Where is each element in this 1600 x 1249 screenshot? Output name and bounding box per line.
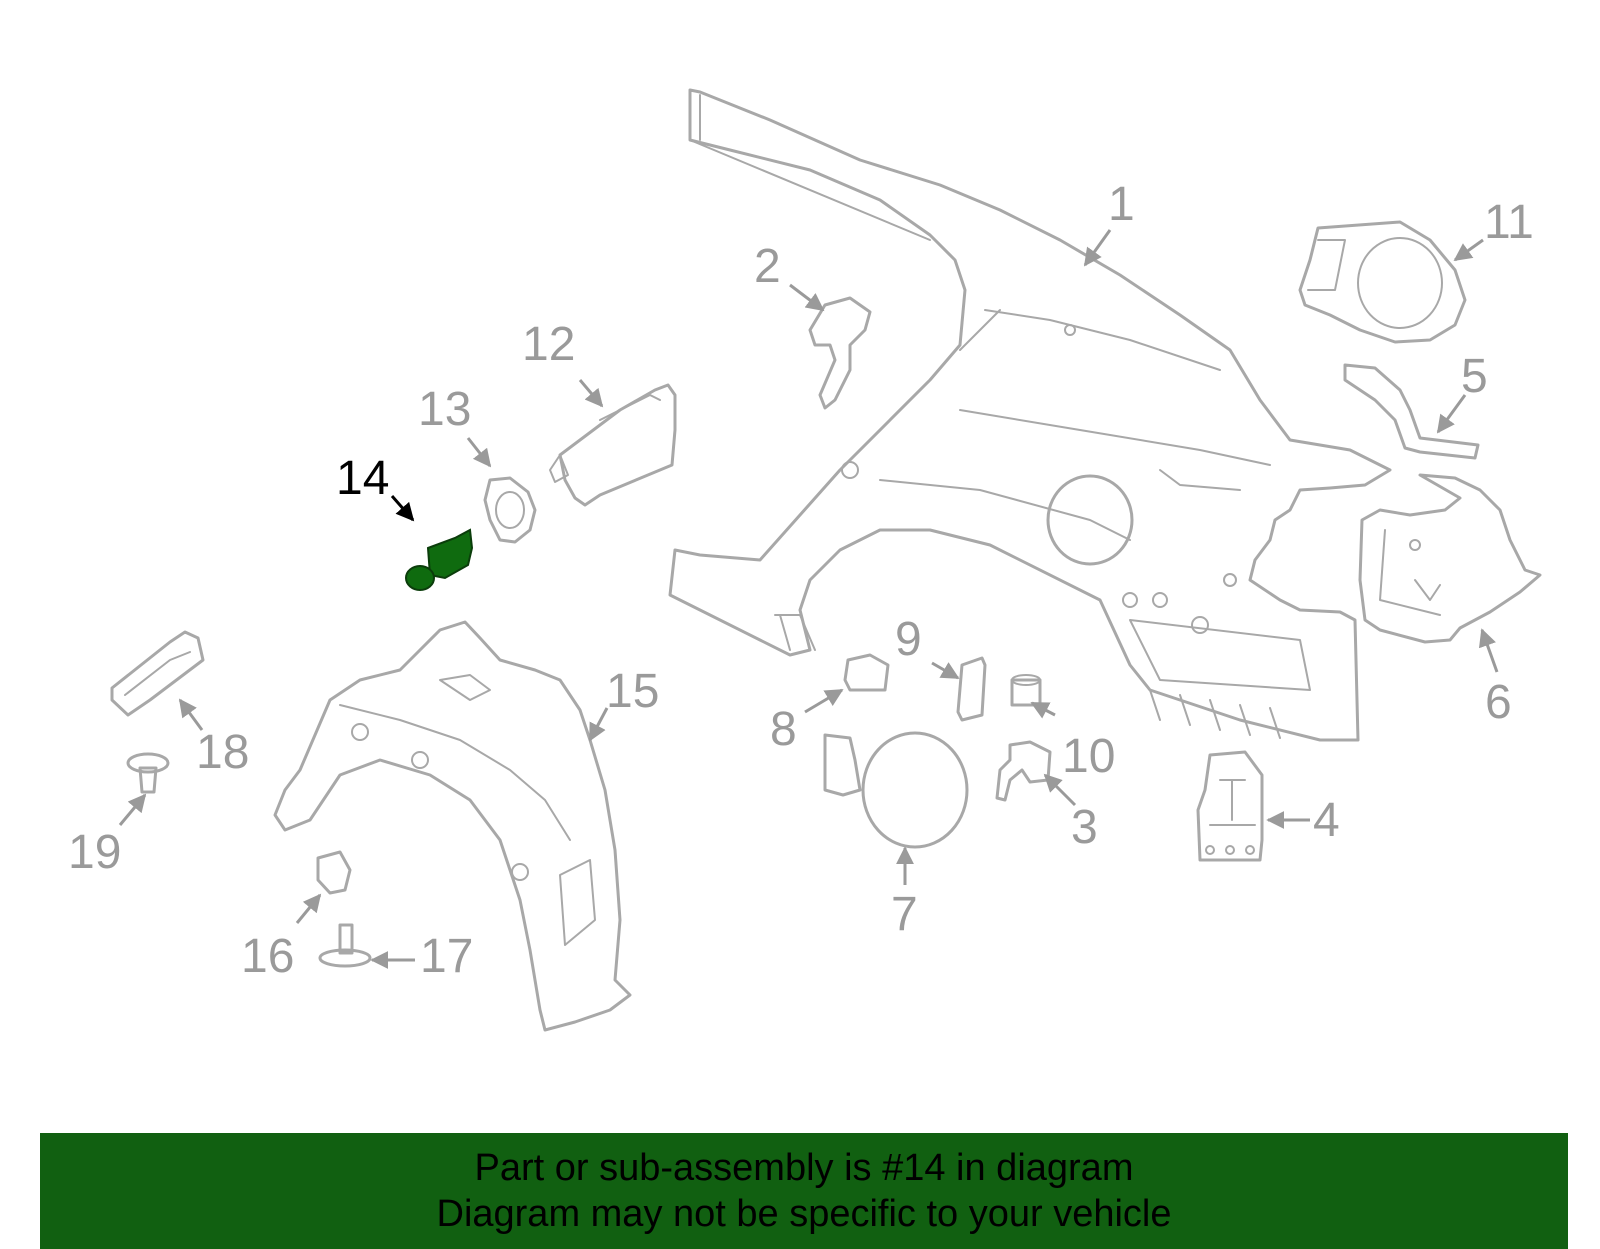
callout-5: 5: [1461, 350, 1488, 403]
callout-1: 1: [1108, 178, 1135, 231]
part-2-bracket: [808, 296, 872, 410]
part-8-hinge: [843, 653, 890, 692]
part-14-highlighted: [405, 528, 474, 591]
callout-11: 11: [1484, 196, 1534, 249]
part-12-actuator: [549, 383, 677, 507]
callout-16: 16: [241, 930, 294, 983]
part-1-quarter-panel: [668, 88, 1392, 742]
callout-labels: 1 2 3 4 5 6 7 8 9 10 11 12 13 14 15 16 1…: [68, 178, 1534, 983]
leader-lines: [118, 229, 1499, 969]
callout-18: 18: [196, 726, 249, 779]
callout-9: 9: [895, 613, 922, 666]
part-7-fuel-door: [823, 731, 969, 849]
callout-10: 10: [1062, 730, 1115, 783]
info-banner: Part or sub-assembly is #14 in diagram D…: [40, 1133, 1568, 1249]
part-19-clip: [126, 752, 170, 794]
callout-3: 3: [1071, 801, 1098, 854]
part-5-reinforcement: [1343, 363, 1480, 460]
callout-17: 17: [420, 930, 473, 983]
callout-13: 13: [418, 383, 471, 436]
part-10-bumper: [1010, 674, 1042, 707]
callout-14: 14: [336, 452, 389, 505]
callout-7: 7: [891, 888, 918, 941]
part-13-grommet: [483, 476, 537, 544]
callout-4: 4: [1313, 794, 1340, 847]
part-18-bracket: [110, 630, 205, 717]
part-4-bracket: [1196, 750, 1264, 862]
callout-15: 15: [606, 665, 659, 718]
part-11-filler-housing: [1298, 220, 1467, 344]
part-15-wheel-liner: [273, 620, 632, 1032]
part-9-seal: [956, 656, 987, 722]
callout-6: 6: [1485, 676, 1512, 729]
callout-2: 2: [754, 240, 781, 293]
callout-8: 8: [770, 703, 797, 756]
part-17-fastener: [318, 923, 372, 968]
callout-19: 19: [68, 826, 121, 879]
part-3-bracket: [995, 740, 1052, 802]
part-6-rear-panel: [1358, 473, 1542, 644]
part-16-clip: [316, 850, 352, 895]
banner-line-part-number: Part or sub-assembly is #14 in diagram: [474, 1147, 1134, 1189]
callout-12: 12: [522, 318, 575, 371]
banner-line-disclaimer: Diagram may not be specific to your vehi…: [436, 1193, 1172, 1235]
